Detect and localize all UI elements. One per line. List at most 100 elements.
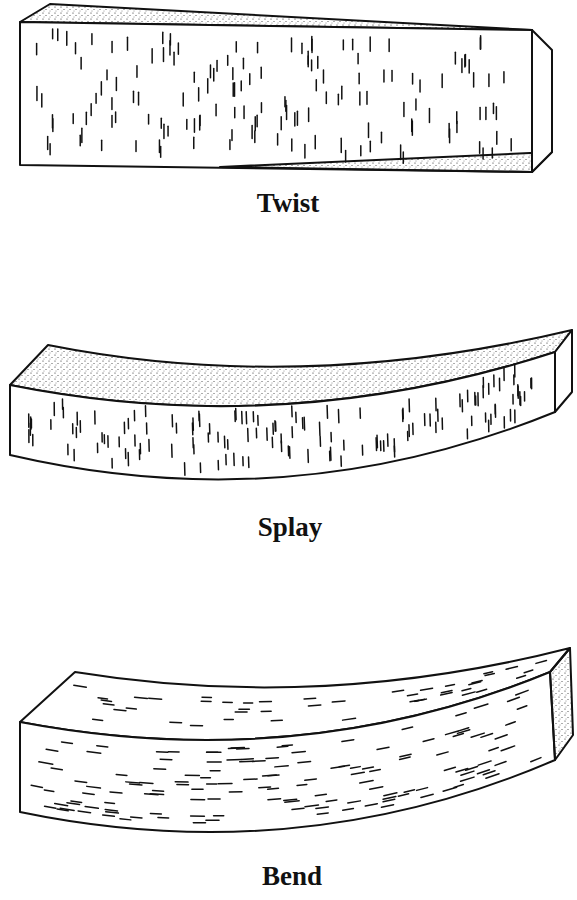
director-stroke bbox=[153, 790, 164, 792]
director-stroke bbox=[185, 775, 199, 777]
director-stroke bbox=[167, 126, 169, 136]
director-stroke bbox=[493, 375, 495, 387]
director-stroke bbox=[369, 37, 371, 51]
director-stroke bbox=[260, 67, 262, 78]
director-stroke bbox=[474, 704, 488, 708]
director-stroke bbox=[229, 140, 231, 150]
director-stroke bbox=[158, 817, 169, 819]
director-stroke bbox=[462, 689, 471, 691]
director-stroke bbox=[437, 409, 439, 421]
director-stroke bbox=[531, 378, 533, 389]
director-stroke bbox=[291, 406, 293, 417]
director-stroke bbox=[493, 103, 495, 113]
director-stroke bbox=[308, 704, 320, 706]
director-stroke bbox=[257, 415, 259, 425]
director-stroke bbox=[90, 104, 92, 116]
director-stroke bbox=[483, 771, 495, 775]
director-stroke bbox=[289, 447, 291, 458]
director-stroke bbox=[150, 793, 163, 795]
director-stroke bbox=[343, 809, 354, 811]
director-stroke bbox=[466, 766, 478, 770]
director-stroke bbox=[101, 433, 103, 442]
director-stroke bbox=[388, 39, 390, 52]
director-stroke bbox=[101, 700, 111, 701]
director-stroke bbox=[478, 761, 491, 765]
director-stroke bbox=[160, 758, 172, 760]
director-stroke bbox=[512, 395, 514, 405]
director-stroke bbox=[149, 698, 162, 699]
director-stroke bbox=[118, 437, 120, 447]
director-stroke bbox=[227, 55, 229, 65]
director-stroke bbox=[232, 68, 234, 80]
director-stroke bbox=[28, 430, 30, 443]
twist-bottom-face bbox=[220, 152, 552, 172]
director-stroke bbox=[360, 146, 362, 156]
director-stroke bbox=[408, 399, 410, 412]
director-stroke bbox=[194, 72, 196, 82]
director-stroke bbox=[243, 106, 245, 119]
director-stroke bbox=[261, 103, 263, 113]
director-stroke bbox=[227, 440, 229, 450]
director-stroke bbox=[244, 778, 257, 780]
director-stroke bbox=[517, 385, 519, 396]
director-stroke bbox=[150, 813, 161, 815]
director-stroke bbox=[254, 131, 256, 143]
director-stroke bbox=[326, 92, 328, 103]
director-stroke bbox=[345, 151, 347, 162]
deformation-label: Splay bbox=[258, 512, 323, 543]
director-stroke bbox=[446, 731, 459, 735]
director-stroke bbox=[485, 107, 487, 119]
director-stroke bbox=[480, 38, 482, 49]
director-stroke bbox=[115, 112, 117, 123]
director-stroke bbox=[192, 423, 194, 435]
director-stroke bbox=[473, 73, 475, 87]
director-stroke bbox=[531, 758, 541, 762]
director-stroke bbox=[256, 115, 258, 126]
director-stroke bbox=[207, 751, 221, 753]
director-stroke bbox=[170, 34, 172, 45]
director-stroke bbox=[271, 720, 282, 722]
director-stroke bbox=[400, 754, 411, 757]
director-stroke bbox=[227, 759, 241, 761]
director-stroke bbox=[475, 396, 477, 405]
director-stroke bbox=[359, 408, 361, 418]
director-stroke bbox=[257, 42, 259, 52]
director-stroke bbox=[454, 785, 463, 788]
director-stroke bbox=[30, 417, 32, 430]
director-stroke bbox=[98, 698, 107, 699]
director-stroke bbox=[243, 58, 245, 69]
director-stroke bbox=[506, 722, 515, 725]
director-stroke bbox=[326, 800, 337, 802]
director-stroke bbox=[131, 816, 142, 818]
director-stroke bbox=[280, 117, 282, 130]
director-stroke bbox=[145, 406, 147, 417]
director-stroke bbox=[207, 761, 221, 763]
director-stroke bbox=[381, 132, 383, 143]
director-stroke bbox=[326, 405, 328, 418]
director-stroke bbox=[231, 130, 233, 141]
director-stroke bbox=[247, 429, 249, 442]
director-stroke bbox=[294, 113, 296, 126]
director-stroke bbox=[171, 415, 173, 427]
director-stroke bbox=[241, 411, 243, 423]
director-stroke bbox=[317, 56, 319, 68]
director-stroke bbox=[297, 111, 299, 125]
director-stroke bbox=[57, 29, 59, 41]
director-stroke bbox=[101, 82, 103, 95]
director-stroke bbox=[242, 457, 244, 466]
director-stroke bbox=[467, 390, 469, 401]
director-stroke bbox=[307, 56, 309, 67]
director-stroke bbox=[412, 423, 414, 434]
director-stroke bbox=[251, 125, 253, 138]
director-stroke bbox=[297, 784, 307, 785]
director-stroke bbox=[488, 420, 490, 432]
director-stroke bbox=[73, 450, 75, 461]
director-stroke bbox=[524, 392, 526, 401]
director-stroke bbox=[474, 393, 476, 405]
director-stroke bbox=[213, 68, 215, 80]
director-stroke bbox=[97, 443, 99, 452]
director-stroke bbox=[210, 770, 220, 772]
director-stroke bbox=[93, 719, 103, 720]
director-stroke bbox=[423, 739, 434, 742]
director-stroke bbox=[484, 672, 493, 674]
